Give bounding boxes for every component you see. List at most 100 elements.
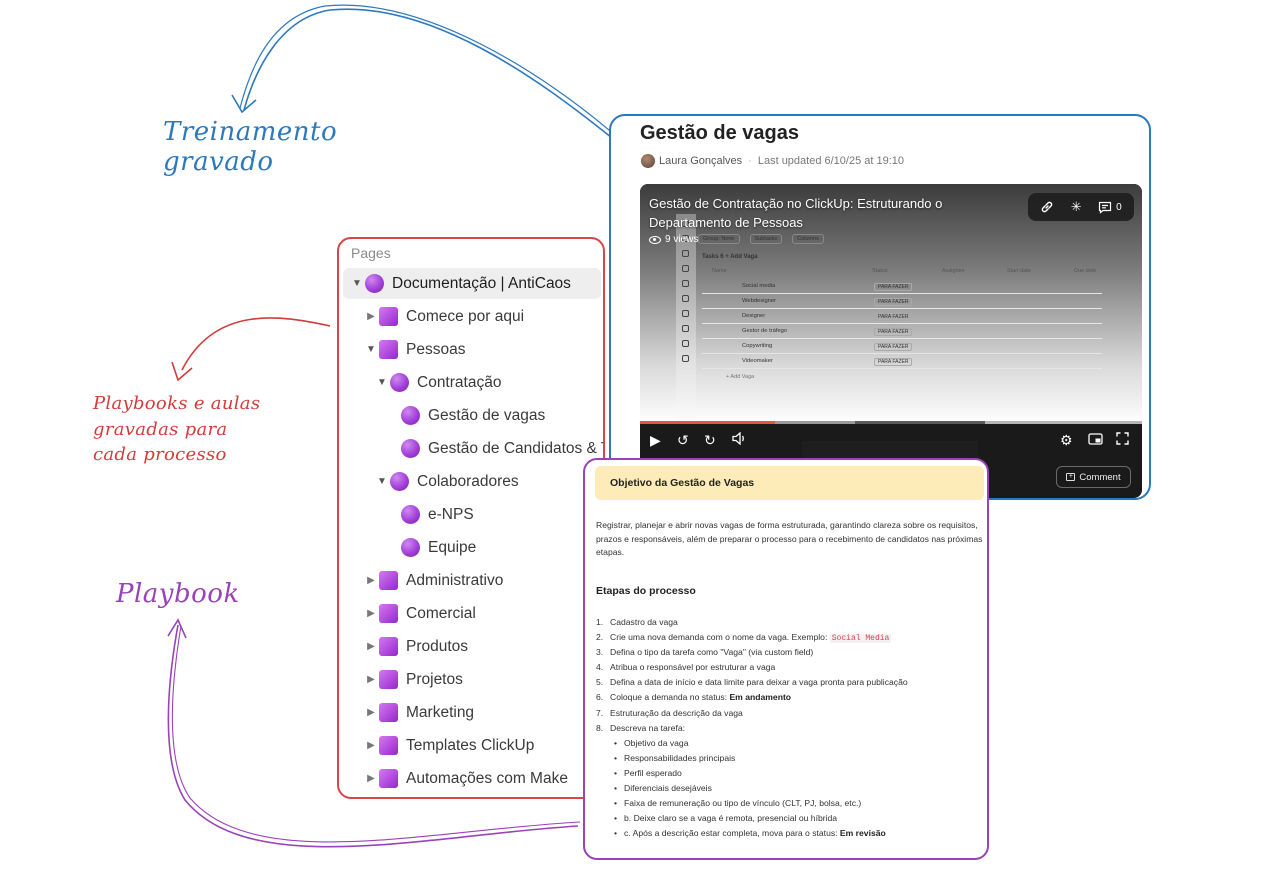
frame-col: Assignee <box>942 268 965 274</box>
forward-5-icon[interactable]: ↻ <box>704 432 716 448</box>
frame-row-status: PARA FAZER <box>874 298 913 306</box>
caret-right-icon[interactable]: ▶ <box>367 740 375 751</box>
author-name[interactable]: Laura Gonçalves <box>659 155 743 167</box>
sidebar-item-documentacao[interactable]: ▼ Documentação | AntiCaos <box>343 268 601 299</box>
purple-square-icon <box>379 703 398 722</box>
purple-circle-icon <box>401 505 420 524</box>
process-heading: Etapas do processo <box>596 585 696 597</box>
settings-gear-icon[interactable]: ⚙ <box>1060 432 1073 448</box>
progress-fill <box>640 421 776 424</box>
sidebar-item-label: Documentação | AntiCaos <box>392 274 571 292</box>
step-text: Cadastro da vaga <box>610 617 678 627</box>
purple-square-icon <box>379 736 398 755</box>
purple-circle-icon <box>390 373 409 392</box>
list-item: •b. Deixe claro se a vaga é remota, pres… <box>614 813 838 824</box>
frame-col: Start date <box>1007 268 1031 274</box>
sidebar-item-projetos[interactable]: ▶ Projetos <box>343 664 603 695</box>
sidebar-item-automacoes[interactable]: ▶ Automações com Make <box>343 763 603 794</box>
status-bold: Em revisão <box>839 828 886 839</box>
sidebar-item-equipe[interactable]: Equipe <box>343 532 603 563</box>
purple-circle-icon <box>365 274 384 293</box>
sidebar-item-label: Automações com Make <box>406 769 568 787</box>
play-icon[interactable]: ▶ <box>650 432 661 448</box>
sidebar-item-label: Marketing <box>406 703 475 721</box>
avatar[interactable] <box>641 154 655 168</box>
views-label: 9 views <box>665 234 699 245</box>
volume-icon[interactable] <box>732 431 747 448</box>
caret-right-icon[interactable]: ▶ <box>367 311 375 322</box>
caret-right-icon[interactable]: ▶ <box>367 707 375 718</box>
step-text: Defina o tipo da tarefa como "Vaga" (via… <box>610 647 814 658</box>
frame-row-name: Designer <box>742 313 766 319</box>
caret-down-icon[interactable]: ▼ <box>377 476 387 487</box>
frame-col: Due date <box>1074 268 1097 274</box>
annotation-playbooks-aulas: Playbooks e aulas gravadas para cada pro… <box>93 391 260 468</box>
frame-chip: Subtasks <box>749 234 783 244</box>
bullet-text: Faixa de remuneração ou tipo de vínculo … <box>624 798 862 809</box>
video-frame[interactable]: Group: None Subtasks Columns Tasks 6 + A… <box>640 184 1142 424</box>
video-frame-sidebar <box>676 214 696 424</box>
purple-square-icon <box>379 670 398 689</box>
caret-down-icon[interactable]: ▼ <box>352 278 362 289</box>
annotation-line: gravadas para <box>93 418 228 440</box>
frame-row: Designer PARA FAZER <box>702 310 1102 324</box>
picture-in-picture-icon[interactable] <box>1088 432 1103 448</box>
annotation-line: gravado <box>163 146 274 177</box>
frame-tasks-label: Tasks <box>702 254 719 260</box>
purple-square-icon <box>379 604 398 623</box>
sidebar-item-gestao-de-candidatos[interactable]: Gestão de Candidatos & T <box>343 433 603 464</box>
sidebar-item-e-nps[interactable]: e-NPS <box>343 499 603 530</box>
frame-col: Status <box>872 268 888 274</box>
frame-row-status: PARA FAZER <box>874 343 913 351</box>
list-item: 8.Descreva na tarefa: <box>596 723 986 738</box>
annotation-treinamento-gravado: Treinamento gravado <box>163 117 337 178</box>
bullet-text: Objetivo da vaga <box>624 737 689 748</box>
blue-arrow <box>243 8 613 139</box>
video-frame-content: Group: None Subtasks Columns Tasks 6 + A… <box>698 224 1108 424</box>
status-bold: Em andamento <box>729 692 792 703</box>
sidebar-item-colaboradores[interactable]: ▼ Colaboradores <box>343 466 603 497</box>
sidebar-item-contratacao[interactable]: ▼ Contratação <box>343 367 603 398</box>
sidebar-item-templates-clickup[interactable]: ▶ Templates ClickUp <box>343 730 603 761</box>
list-item: 2.Crie uma nova demanda com o nome da va… <box>596 632 892 644</box>
sidebar-item-comece-por-aqui[interactable]: ▶ Comece por aqui <box>343 301 603 332</box>
sparkle-icon[interactable]: ✳ <box>1070 199 1082 214</box>
sidebar-item-comercial[interactable]: ▶ Comercial <box>343 598 603 629</box>
frame-row: Gestor de tráfego PARA FAZER <box>702 325 1102 339</box>
caret-down-icon[interactable]: ▼ <box>366 344 376 355</box>
video-progress-bar[interactable] <box>640 421 1142 424</box>
rewind-5-icon[interactable]: ↺ <box>677 432 689 448</box>
view-count: 9 views <box>649 234 698 245</box>
sidebar-item-label: Gestão de vagas <box>428 406 546 424</box>
link-icon[interactable] <box>1040 200 1054 214</box>
caret-down-icon[interactable]: ▼ <box>377 377 387 388</box>
sidebar-item-label: Colaboradores <box>417 472 519 490</box>
list-item: 4.Atribua o responsável por estruturar a… <box>596 662 986 677</box>
objective-text: Registrar, planejar e abrir novas vagas … <box>596 520 983 557</box>
add-comment-icon: + <box>1066 473 1076 481</box>
frame-row-name: Gestor de tráfego <box>742 328 788 334</box>
sidebar-item-pessoas[interactable]: ▼ Pessoas <box>343 334 603 365</box>
annotation-line: Playbooks e aulas <box>93 393 261 414</box>
sidebar-item-gestao-de-vagas[interactable]: Gestão de vagas <box>343 400 603 431</box>
sidebar-item-marketing[interactable]: ▶ Marketing <box>343 697 603 728</box>
caret-right-icon[interactable]: ▶ <box>367 608 375 619</box>
doc-card: Gestão de vagas Laura Gonçalves · Last u… <box>609 114 1151 500</box>
frame-row-name: Copywriting <box>742 343 773 349</box>
step-text: Descreva na tarefa: <box>610 722 685 733</box>
comment-button[interactable]: + Comment <box>1056 466 1131 488</box>
sidebar-item-produtos[interactable]: ▶ Produtos <box>343 631 603 662</box>
caret-right-icon[interactable]: ▶ <box>367 674 375 685</box>
comment-count-button[interactable]: 0 <box>1098 201 1122 214</box>
fullscreen-icon[interactable] <box>1116 432 1129 448</box>
caret-right-icon[interactable]: ▶ <box>367 773 375 784</box>
video-overlay-strip <box>802 441 978 459</box>
playbook-card: Objetivo da Gestão de Vagas Registrar, p… <box>583 458 989 860</box>
caret-right-icon[interactable]: ▶ <box>367 575 375 586</box>
eye-icon <box>649 235 661 244</box>
list-item: 5.Defina a data de início e data limite … <box>596 677 986 692</box>
caret-right-icon[interactable]: ▶ <box>367 641 375 652</box>
sidebar-item-administrativo[interactable]: ▶ Administrativo <box>343 565 603 596</box>
purple-square-icon <box>379 769 398 788</box>
frame-add-task: + Add Vaga <box>725 254 758 260</box>
